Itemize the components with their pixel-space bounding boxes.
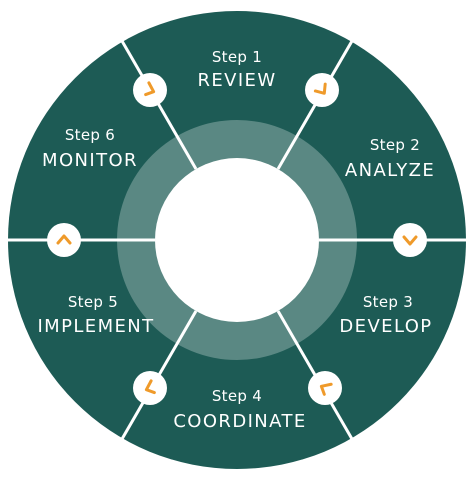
step-1-name: REVIEW [197, 70, 276, 91]
chevron-down-icon [393, 223, 427, 257]
step-6-name: MONITOR [42, 150, 138, 171]
step-4: Step 4 COORDINATE [173, 387, 306, 432]
step-2: Step 2 ANALYZE [345, 136, 435, 181]
arrow-badges [47, 73, 427, 405]
step-2-name: ANALYZE [345, 160, 435, 181]
chevron-left-icon [308, 371, 342, 405]
step-5: Step 5 IMPLEMENT [37, 293, 154, 337]
chevron-up-icon [47, 223, 81, 257]
step-5-number: Step 5 [68, 293, 118, 311]
step-3: Step 3 DEVELOP [339, 293, 432, 337]
step-6-number: Step 6 [65, 126, 115, 144]
step-3-number: Step 3 [363, 293, 413, 311]
step-1-number: Step 1 [212, 48, 262, 66]
center-hole [155, 158, 319, 322]
chevron-down-icon [305, 73, 339, 107]
step-3-name: DEVELOP [339, 316, 432, 337]
separator-1 [120, 40, 198, 170]
step-6: Step 6 MONITOR [42, 126, 138, 171]
chevron-left-icon [133, 371, 167, 405]
step-4-number: Step 4 [212, 387, 262, 405]
chevron-right-icon [133, 73, 167, 107]
step-2-number: Step 2 [370, 136, 420, 154]
step-1: Step 1 REVIEW [197, 48, 276, 91]
step-4-name: COORDINATE [173, 411, 306, 432]
step-5-name: IMPLEMENT [37, 316, 154, 337]
